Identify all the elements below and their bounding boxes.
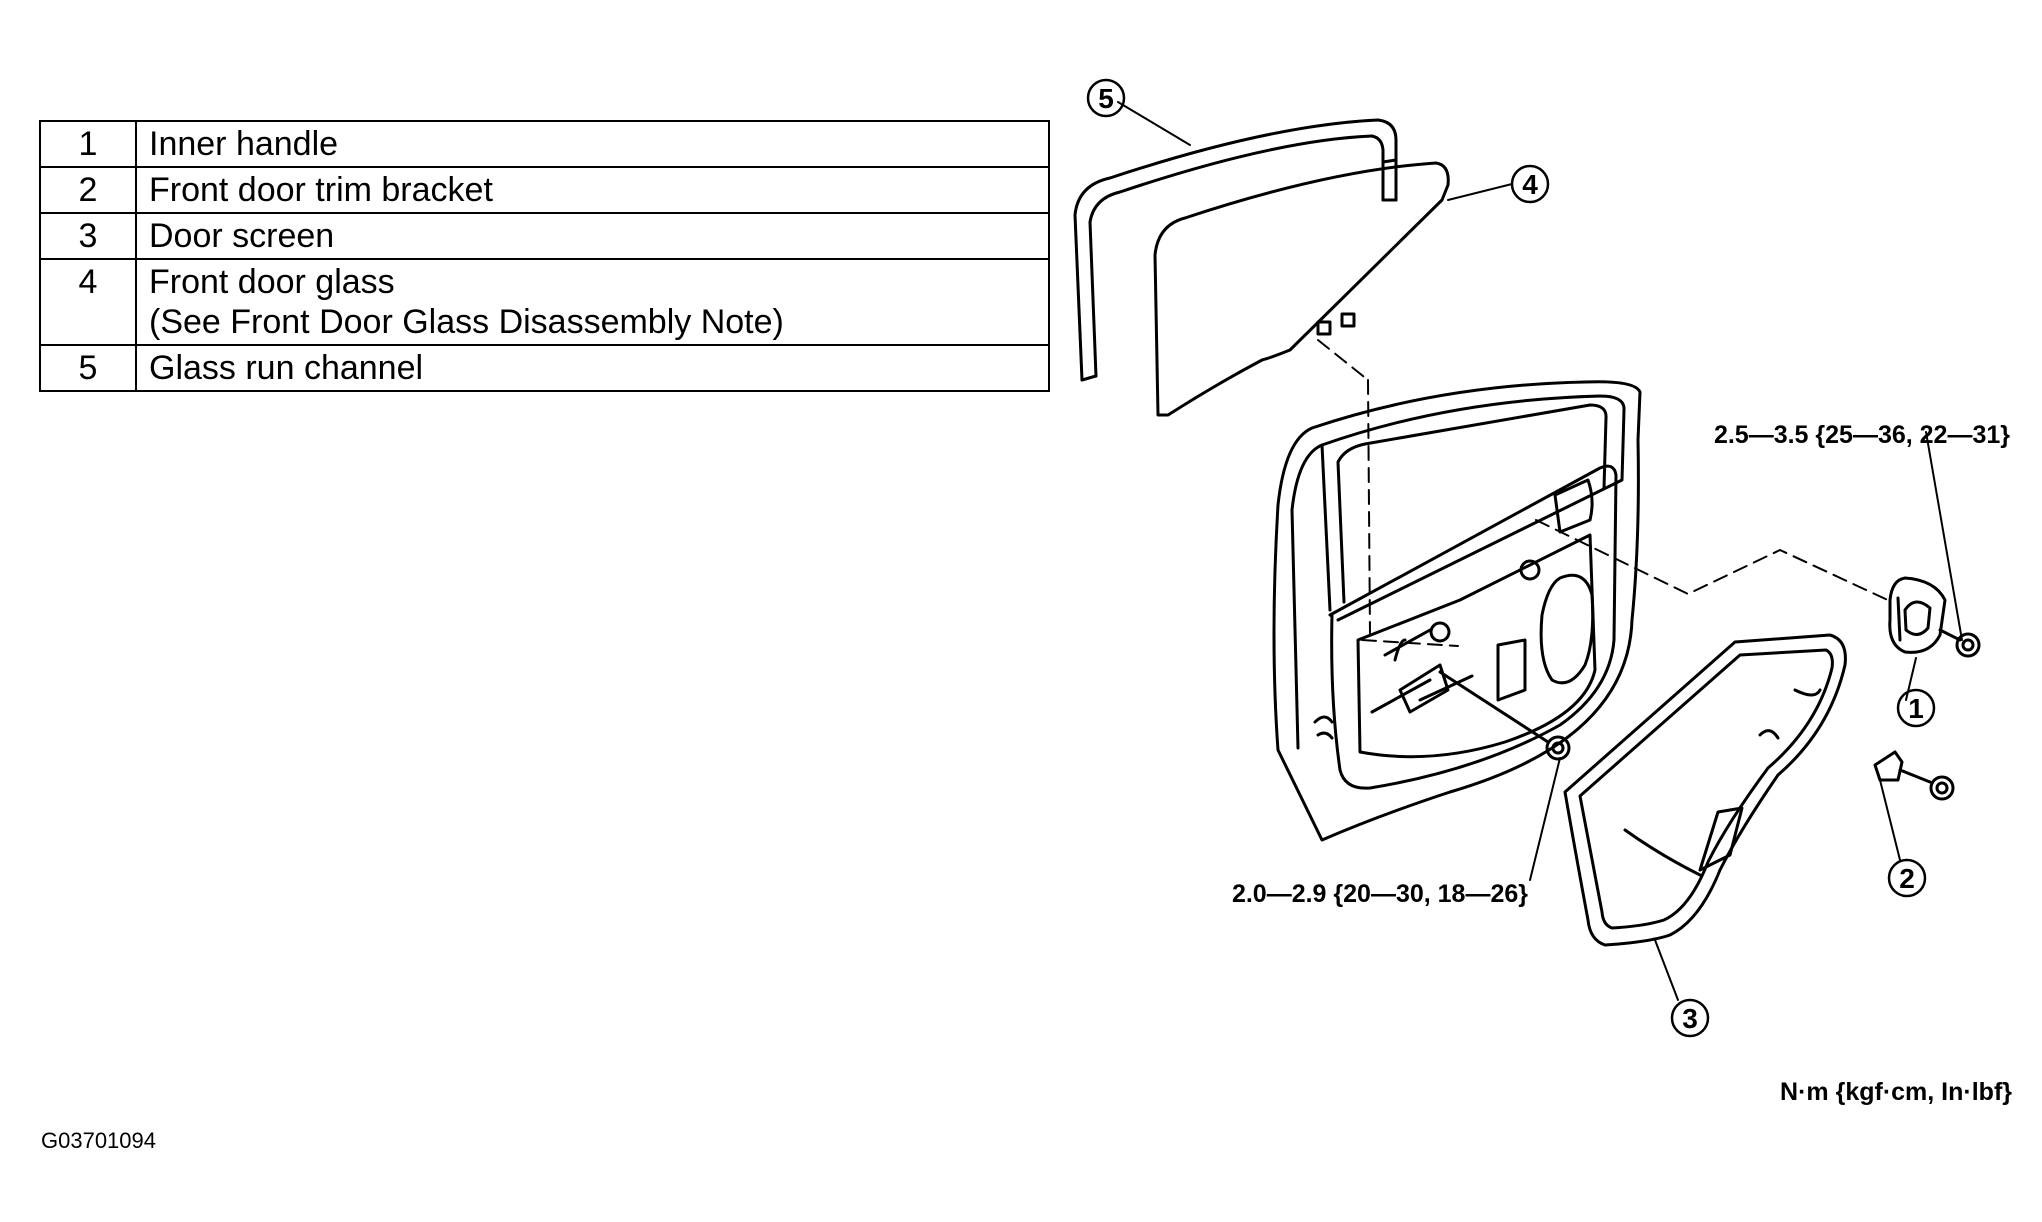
part-number: 1: [39, 120, 137, 168]
part-note: (See Front Door Glass Disassembly Note): [149, 303, 784, 341]
torque-spec-door: 2.0—2.9 {20—30, 18—26}: [1232, 880, 1528, 908]
part-name: Inner handle: [135, 120, 1050, 168]
part-name: Front door glass: [149, 263, 395, 301]
callout-number: 2: [1899, 863, 1915, 894]
part-name: Glass run channel: [135, 344, 1050, 392]
figure-code: G03701094: [41, 1128, 156, 1153]
part-name-cell: Front door glass (See Front Door Glass D…: [135, 258, 1050, 346]
part-number: 3: [39, 212, 137, 260]
part-number: 4: [39, 258, 137, 346]
table-row: 3 Door screen: [39, 212, 1050, 260]
torque-spec-handle: 2.5—3.5 {25—36, 22—31}: [1714, 421, 2010, 449]
callout-number: 1: [1908, 693, 1924, 724]
table-row: 2 Front door trim bracket: [39, 166, 1050, 214]
trim-bracket: [1873, 750, 1955, 801]
callout-number: 5: [1098, 83, 1114, 114]
table-row: 5 Glass run channel: [39, 344, 1050, 392]
parts-table: 1 Inner handle 2 Front door trim bracket…: [39, 120, 1050, 392]
callout-number: 4: [1522, 169, 1538, 200]
leader-lines: [1117, 101, 1963, 1001]
part-name: Door screen: [135, 212, 1050, 260]
door-shell: [1272, 380, 1642, 842]
inner-handle: [1888, 576, 1947, 654]
front-door-glass: [1153, 161, 1450, 417]
table-row: 1 Inner handle: [39, 120, 1050, 168]
glass-run-channel: [1073, 118, 1398, 382]
part-number: 2: [39, 166, 137, 214]
door-screen: [1563, 633, 1847, 947]
units-label: N·m {kgf·cm, In·lbf}: [1780, 1078, 2012, 1106]
door-bolt: [1438, 670, 1571, 761]
part-number: 5: [39, 344, 137, 392]
alignment-lines: [1317, 339, 1893, 647]
table-row: 4 Front door glass (See Front Door Glass…: [39, 258, 1050, 346]
callout-number: 3: [1682, 1003, 1698, 1034]
handle-screw: [1938, 628, 1981, 658]
part-name: Front door trim bracket: [135, 166, 1050, 214]
callout-circles: [1086, 78, 1936, 1038]
